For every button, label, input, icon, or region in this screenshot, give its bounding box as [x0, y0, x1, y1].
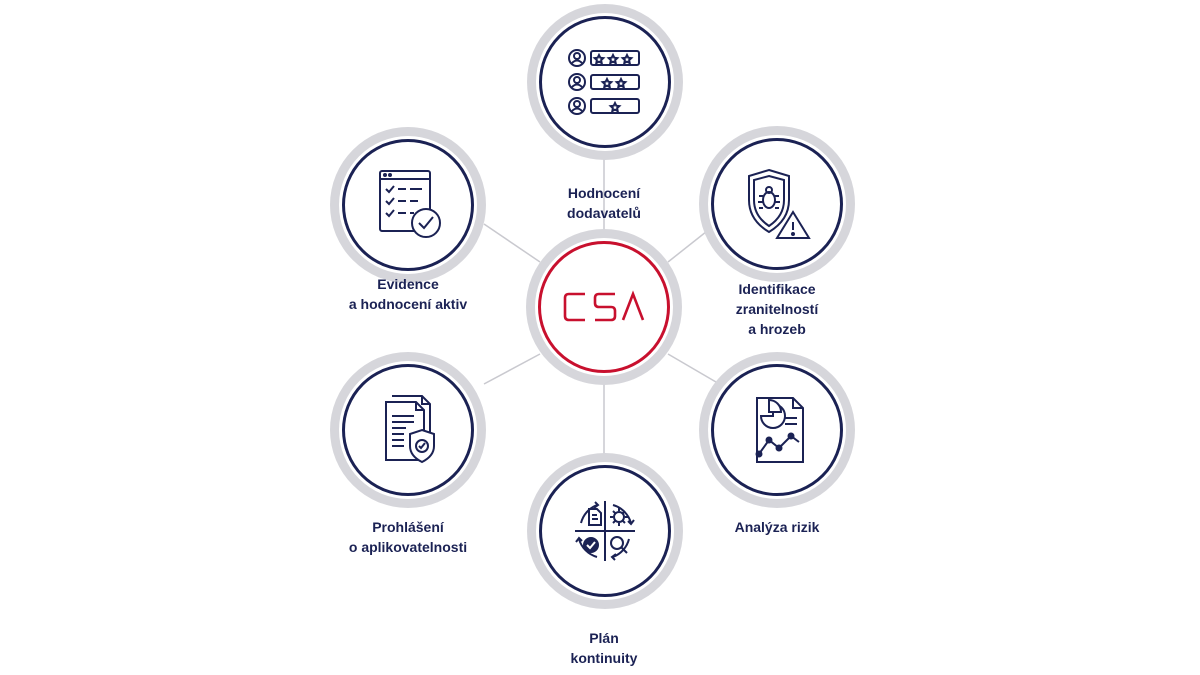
label-plan-kontinuity: Plán kontinuity: [570, 630, 638, 666]
label-evidence-aktiv: Evidence a hodnocení aktiv: [348, 276, 468, 312]
node-evidence-aktiv: [330, 127, 486, 283]
csa-logo: [563, 290, 645, 322]
label-identifikace-zranitelnosti: Identifikace zranitelností a hrozeb: [735, 281, 819, 337]
node-identifikace-zranitelnosti: [699, 126, 855, 282]
continuity-cycle-icon: [567, 493, 643, 569]
csa-center-node: [526, 229, 682, 385]
node-plan-kontinuity: [527, 453, 683, 609]
document-shield-icon: [370, 392, 446, 468]
label-analyza-rizik: Analýza rizik: [734, 519, 820, 535]
connector-bottom-left: [483, 353, 541, 385]
node-analyza-rizik: [699, 352, 855, 508]
node-prohlaseni-aplikovatelnosti: [330, 352, 486, 508]
label-prohlaseni-aplikovatelnosti: Prohlášení o aplikovatelnosti: [348, 519, 468, 555]
connector-top-left: [483, 223, 541, 263]
risk-analysis-report-icon: [739, 392, 815, 468]
label-hodnoceni-dodavatelu: Hodnocení dodavatelů: [567, 185, 641, 221]
asset-checklist-icon: [370, 167, 446, 243]
supplier-rating-icon: [567, 44, 643, 120]
connector-bottom-right: [667, 353, 717, 383]
node-hodnoceni-dodavatelu: [527, 4, 683, 160]
vulnerability-shield-icon: [739, 166, 815, 242]
